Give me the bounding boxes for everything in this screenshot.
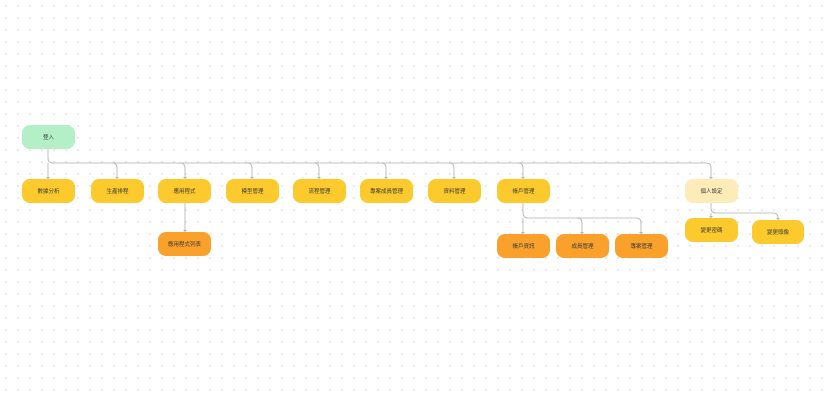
node-application[interactable]: 應用程式 (158, 179, 211, 203)
node-model-management[interactable]: 模型管理 (226, 179, 279, 203)
node-account-management[interactable]: 帳戶管理 (497, 179, 550, 203)
connector-login-trunk (47, 149, 712, 178)
node-material-management[interactable]: 資料管理 (428, 179, 481, 203)
node-data-analysis[interactable]: 數據分析 (22, 179, 75, 203)
node-member-management[interactable]: 成員管理 (556, 234, 609, 258)
node-product-management[interactable]: 專案成員管理 (360, 179, 413, 203)
node-permission-management[interactable]: 專案管理 (615, 234, 668, 258)
connector-to-member-management (576, 217, 583, 233)
node-account-info[interactable]: 帳戶資訊 (497, 234, 550, 258)
connector-to-model-management (246, 162, 253, 178)
node-change-password[interactable]: 變更密碼 (685, 218, 738, 242)
node-application-list[interactable]: 應用程式列表 (158, 232, 211, 256)
connector-to-material-management (448, 162, 455, 178)
node-personal-settings[interactable]: 個人設定 (685, 179, 738, 203)
connector-to-process-management (313, 162, 320, 178)
node-production-schedule[interactable]: 生產排程 (91, 179, 144, 203)
node-change-avatar[interactable]: 變更頭像 (752, 220, 804, 244)
connector-to-product-management (380, 162, 387, 178)
connector-to-application (179, 162, 186, 178)
connector-to-account-management (517, 162, 524, 178)
node-process-management[interactable]: 流程管理 (293, 179, 346, 203)
connector-to-production-schedule (111, 162, 118, 178)
node-login[interactable]: 登入 (22, 125, 75, 149)
connector-personal-trunk (710, 203, 779, 219)
connector-account-trunk (522, 203, 642, 233)
